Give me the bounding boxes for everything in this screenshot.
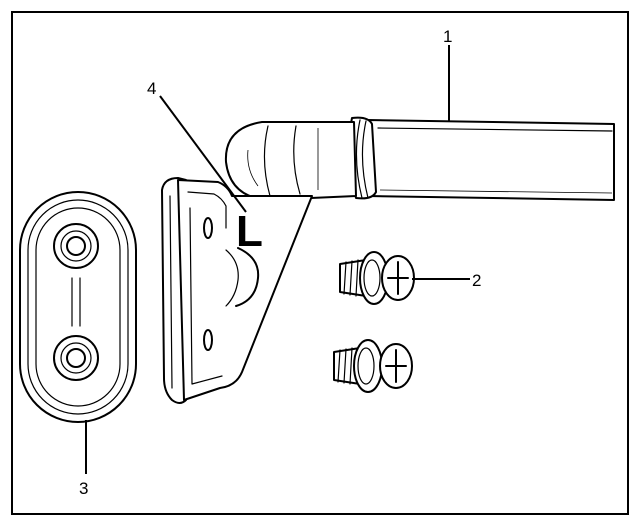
- callout-2: 2: [472, 271, 481, 290]
- gasket-part-3: [19, 191, 137, 423]
- bracket-part-4: L: [161, 177, 313, 404]
- callout-1: 1: [443, 27, 452, 46]
- side-marking-letter: L: [236, 207, 263, 256]
- callout-3: 3: [79, 479, 88, 498]
- screw-lower-part-2: [333, 339, 413, 393]
- screw-upper-part-2: [339, 251, 415, 305]
- callout-4: 4: [147, 79, 156, 98]
- callout-leaders: [85, 45, 470, 474]
- leader-line-4: [159, 95, 247, 213]
- rod-part-1: [224, 116, 615, 201]
